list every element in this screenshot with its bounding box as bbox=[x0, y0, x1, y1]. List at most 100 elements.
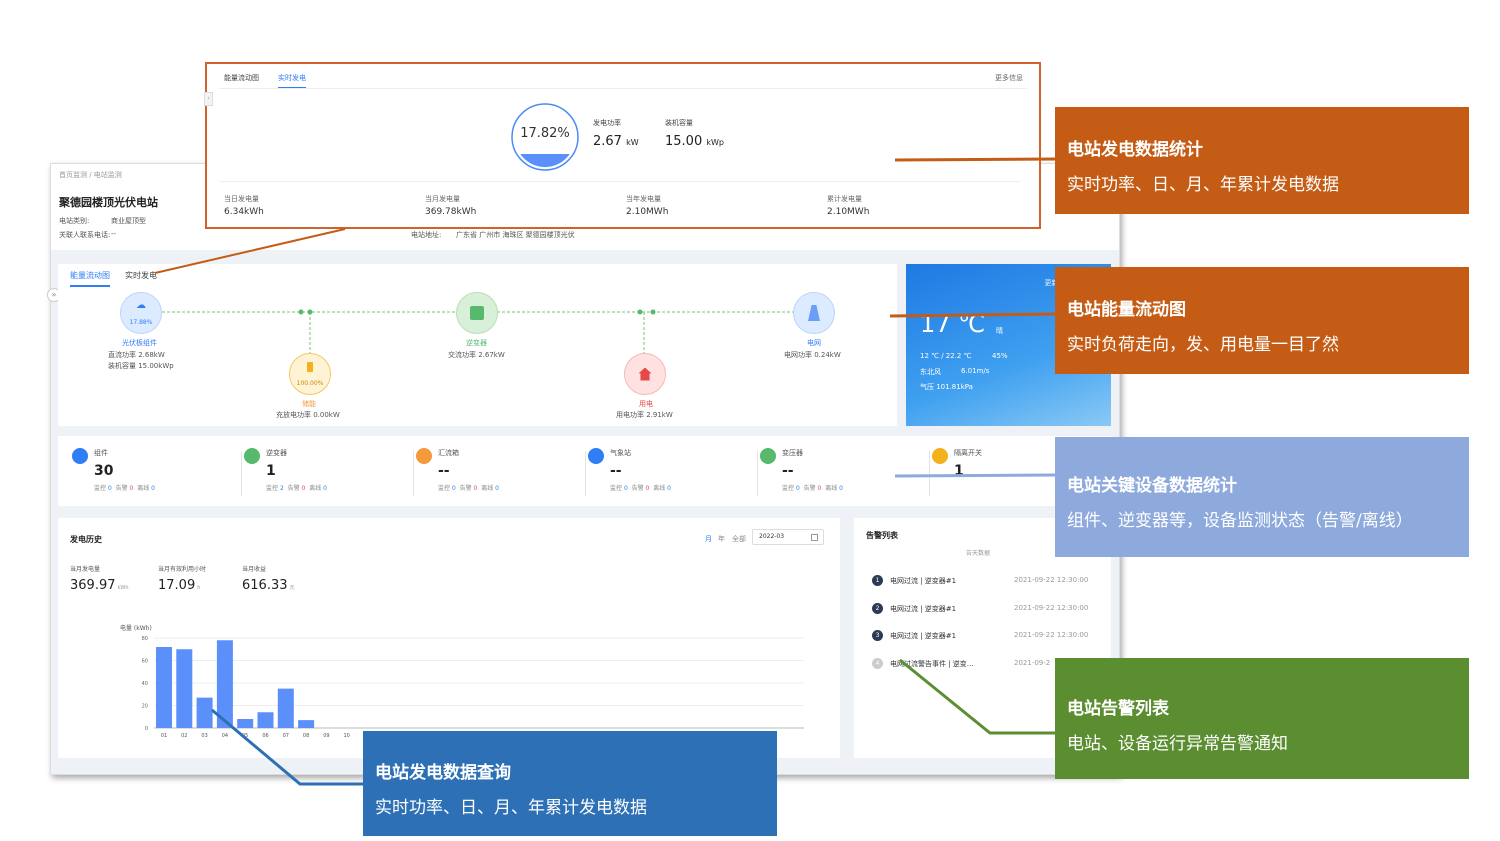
pv-dc-power: 直流功率 2.68kW bbox=[108, 351, 165, 359]
alarm-time: 2021-09-22 12:30:00 bbox=[1014, 631, 1089, 639]
history-title: 发电历史 bbox=[70, 535, 102, 544]
bar bbox=[277, 688, 294, 728]
period-year[interactable]: 年 bbox=[718, 535, 725, 543]
x-tick-label: 03 bbox=[201, 733, 207, 739]
device-count: -- bbox=[610, 463, 622, 479]
y-tick-label: 80 bbox=[142, 636, 148, 642]
callout-device-stats: 电站关键设备数据统计 组件、逆变器等，设备监测状态（告警/离线） bbox=[1055, 437, 1469, 557]
alarm-time: 2021-09-22 12:30:00 bbox=[1014, 576, 1089, 584]
load-name: 用电 bbox=[639, 400, 653, 408]
overlay-tab-realtime[interactable]: 实时发电 bbox=[278, 73, 306, 89]
weather-wind: 东北风 bbox=[920, 368, 941, 376]
device-count: -- bbox=[438, 463, 450, 479]
metric-label-revenue: 当月收益 bbox=[242, 566, 267, 573]
inverter-node[interactable] bbox=[456, 292, 498, 334]
overlay-divider-2 bbox=[219, 181, 1021, 182]
stat-total-value: 2.10MWh bbox=[827, 207, 870, 217]
device-tile[interactable]: 变压器--监控 0 告警 0 离线 0 bbox=[760, 446, 930, 496]
battery-power: 充放电功率 0.00kW bbox=[276, 411, 340, 419]
tab-realtime[interactable]: 实时发电 bbox=[125, 271, 157, 280]
metric-label-energy: 当月发电量 bbox=[70, 566, 101, 573]
period-all[interactable]: 全部 bbox=[732, 535, 746, 543]
collapse-handle[interactable]: ‹ bbox=[204, 92, 213, 106]
callout-desc: 实时功率、日、月、年累计发电数据 bbox=[375, 798, 647, 818]
weather-pressure: 气压 101.81kPa bbox=[920, 383, 973, 391]
contact-label: 关联人联系电话: bbox=[59, 231, 111, 239]
realtime-generation-panel: 能量流动图 实时发电 更多信息 ‹ 17.82% 发电功率 2.67 kW 装机… bbox=[204, 62, 1041, 229]
load-power: 用电功率 2.91kW bbox=[616, 411, 673, 419]
device-icon bbox=[932, 448, 948, 464]
station-type-label: 电站类别: bbox=[59, 217, 90, 225]
callout-title: 电站告警列表 bbox=[1067, 699, 1169, 719]
stat-day-label: 当日发电量 bbox=[224, 195, 259, 203]
device-status: 监控 2 告警 0 离线 0 bbox=[266, 485, 327, 492]
device-icon bbox=[760, 448, 776, 464]
device-tile[interactable]: 气象站 -- 监控 0 告警 0 离线 0 bbox=[588, 446, 758, 496]
y-tick-label: 0 bbox=[145, 726, 148, 732]
solar-panel-icon: ☁ bbox=[136, 300, 146, 311]
alarm-index: 2 bbox=[872, 602, 883, 614]
overlay-tab-energy-flow[interactable]: 能量流动图 bbox=[224, 74, 259, 82]
callout-generation-query: 电站发电数据查询 实时功率、日、月、年累计发电数据 bbox=[363, 731, 777, 836]
device-count: 30 bbox=[94, 463, 114, 479]
bar bbox=[298, 720, 315, 728]
divider bbox=[413, 451, 414, 496]
x-tick-label: 06 bbox=[262, 733, 268, 739]
callout-desc: 电站、设备运行异常告警通知 bbox=[1067, 734, 1288, 754]
grid-node[interactable] bbox=[793, 292, 835, 334]
device-count: 1 bbox=[954, 463, 964, 479]
device-name: 组件 bbox=[94, 449, 108, 457]
pv-node[interactable]: ☁ 17.88% bbox=[120, 292, 162, 334]
tab-energy-flow[interactable]: 能量流动图 bbox=[70, 270, 110, 287]
callout-desc: 实时负荷走向，发、用电量一目了然 bbox=[1067, 335, 1339, 355]
alarm-item[interactable]: 1 电网过流 | 逆变器#1 2021-09-22 12:30:00 bbox=[872, 575, 1102, 589]
x-tick-label: 08 bbox=[303, 733, 309, 739]
breadcrumb[interactable]: 首页监测 / 电站监测 bbox=[59, 171, 122, 179]
metric-label-hours: 当月有效利用小时 bbox=[158, 566, 207, 573]
alarm-title: 告警列表 bbox=[866, 531, 898, 540]
bar bbox=[156, 647, 172, 728]
battery-percent: 100.00% bbox=[296, 380, 324, 387]
weather-wind-speed: 6.01m/s bbox=[961, 367, 990, 375]
callout-generation-stats: 电站发电数据统计 实时功率、日、月、年累计发电数据 bbox=[1055, 107, 1469, 214]
stat-month-value: 369.78kWh bbox=[425, 207, 477, 217]
alarm-index: 3 bbox=[872, 630, 883, 641]
capacity-label: 装机容量 bbox=[665, 119, 693, 127]
station-type-value: 商业屋顶型 bbox=[111, 217, 146, 225]
stat-year-value: 2.10MWh bbox=[626, 207, 669, 217]
device-status: 监控 0 告警 0 离线 0 bbox=[610, 485, 671, 492]
battery-node[interactable]: 100.00% bbox=[289, 353, 331, 395]
device-count: -- bbox=[782, 463, 794, 479]
load-node[interactable] bbox=[624, 353, 666, 395]
x-tick-label: 02 bbox=[181, 733, 187, 739]
bar bbox=[176, 649, 193, 728]
alarm-index: 4 bbox=[872, 657, 883, 669]
date-picker[interactable]: 2022-03 bbox=[752, 529, 824, 545]
callout-title: 电站发电数据查询 bbox=[375, 763, 511, 783]
more-info-link[interactable]: 更多信息 bbox=[995, 74, 1023, 82]
device-count: 1 bbox=[266, 463, 276, 479]
period-month[interactable]: 月 bbox=[705, 535, 712, 543]
callout-alarm-list: 电站告警列表 电站、设备运行异常告警通知 bbox=[1055, 658, 1469, 779]
device-name: 气象站 bbox=[610, 449, 631, 457]
address-label: 电站地址: bbox=[411, 231, 442, 239]
device-tile[interactable]: 汇流箱--监控 0 告警 0 离线 0 bbox=[416, 446, 586, 496]
stat-month-label: 当月发电量 bbox=[425, 195, 460, 203]
power-label: 发电功率 bbox=[593, 119, 621, 127]
weather-range: 12 ℃ / 22.2 ℃ bbox=[920, 352, 972, 360]
alarm-index: 1 bbox=[872, 575, 883, 586]
date-value: 2022-03 bbox=[759, 533, 785, 540]
stat-year-label: 当年发电量 bbox=[626, 195, 661, 203]
alarm-text: 电网过流 | 逆变器#1 bbox=[890, 577, 957, 585]
device-name: 汇流箱 bbox=[438, 449, 459, 457]
bar bbox=[196, 697, 213, 728]
